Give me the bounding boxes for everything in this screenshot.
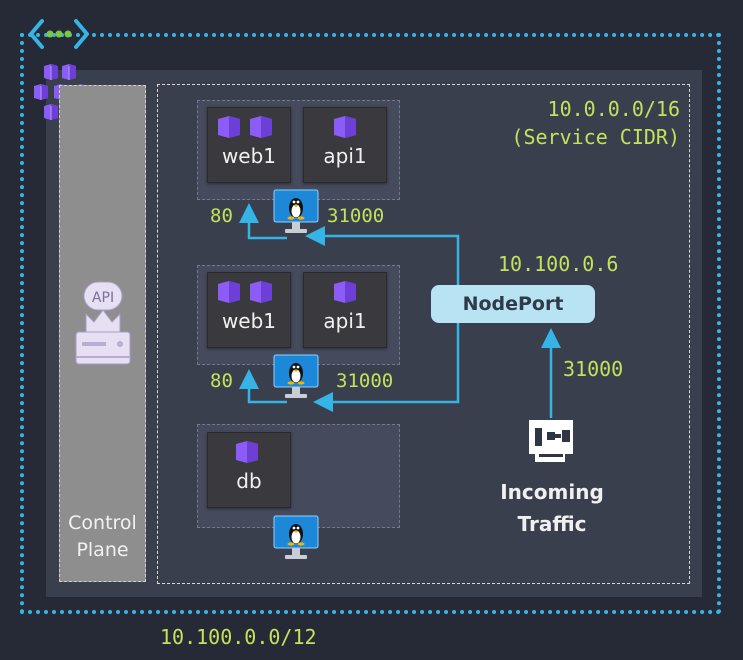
- pod-icon: [334, 116, 356, 138]
- node1-port-right: 31000: [327, 205, 385, 227]
- control-plane-label: Control Plane: [59, 510, 146, 564]
- node2-port-right: 31000: [336, 370, 394, 392]
- api-icon-text: API: [92, 290, 114, 306]
- network-card-icon: [529, 420, 573, 462]
- control-plane-line2: Plane: [76, 539, 129, 561]
- linux-vm-icon: [273, 354, 319, 398]
- pod-label: api1: [323, 144, 367, 168]
- pod-label: db: [236, 469, 262, 493]
- incoming-traffic-label: Incoming Traffic: [482, 476, 622, 540]
- pod-label: web1: [221, 309, 277, 333]
- pod-icon: [218, 116, 272, 138]
- pod-web1-node2[interactable]: web1: [207, 272, 291, 348]
- pod-label: web1: [221, 144, 277, 168]
- service-cidr: 10.0.0.0/16: [547, 97, 680, 121]
- pod-web1-node1[interactable]: web1: [207, 107, 291, 183]
- incoming-line1: Incoming: [500, 480, 604, 504]
- node2-port-left: 80: [210, 370, 233, 392]
- control-plane-line1: Control: [68, 512, 137, 534]
- vnet-icon: [29, 19, 89, 49]
- linux-vm-icon: [273, 189, 319, 233]
- api-server-icon: API: [75, 281, 131, 365]
- pod-label: api1: [323, 309, 367, 333]
- vnet-cidr: 10.100.0.0/12: [160, 625, 317, 649]
- pod-icon: [334, 281, 356, 303]
- pod-db-node3[interactable]: db: [207, 432, 291, 508]
- linux-vm-icon: [273, 515, 319, 559]
- node1-port-left: 80: [210, 205, 233, 227]
- pod-api1-node1[interactable]: api1: [303, 107, 387, 183]
- incoming-line2: Traffic: [517, 512, 587, 536]
- pod-api1-node2[interactable]: api1: [303, 272, 387, 348]
- service-cidr-label: 10.0.0.0/16 (Service CIDR): [490, 95, 680, 151]
- pod-icon: [236, 441, 258, 463]
- nodeport-label: NodePort: [462, 293, 564, 315]
- service-cidr-box: [157, 84, 690, 584]
- nodeport-ip: 10.100.0.6: [498, 252, 619, 276]
- vnet-boundary: [20, 33, 721, 614]
- pod-icon: [218, 281, 272, 303]
- incoming-port: 31000: [563, 357, 624, 381]
- service-cidr-note: (Service CIDR): [511, 125, 680, 149]
- nodeport-service[interactable]: NodePort: [431, 285, 595, 323]
